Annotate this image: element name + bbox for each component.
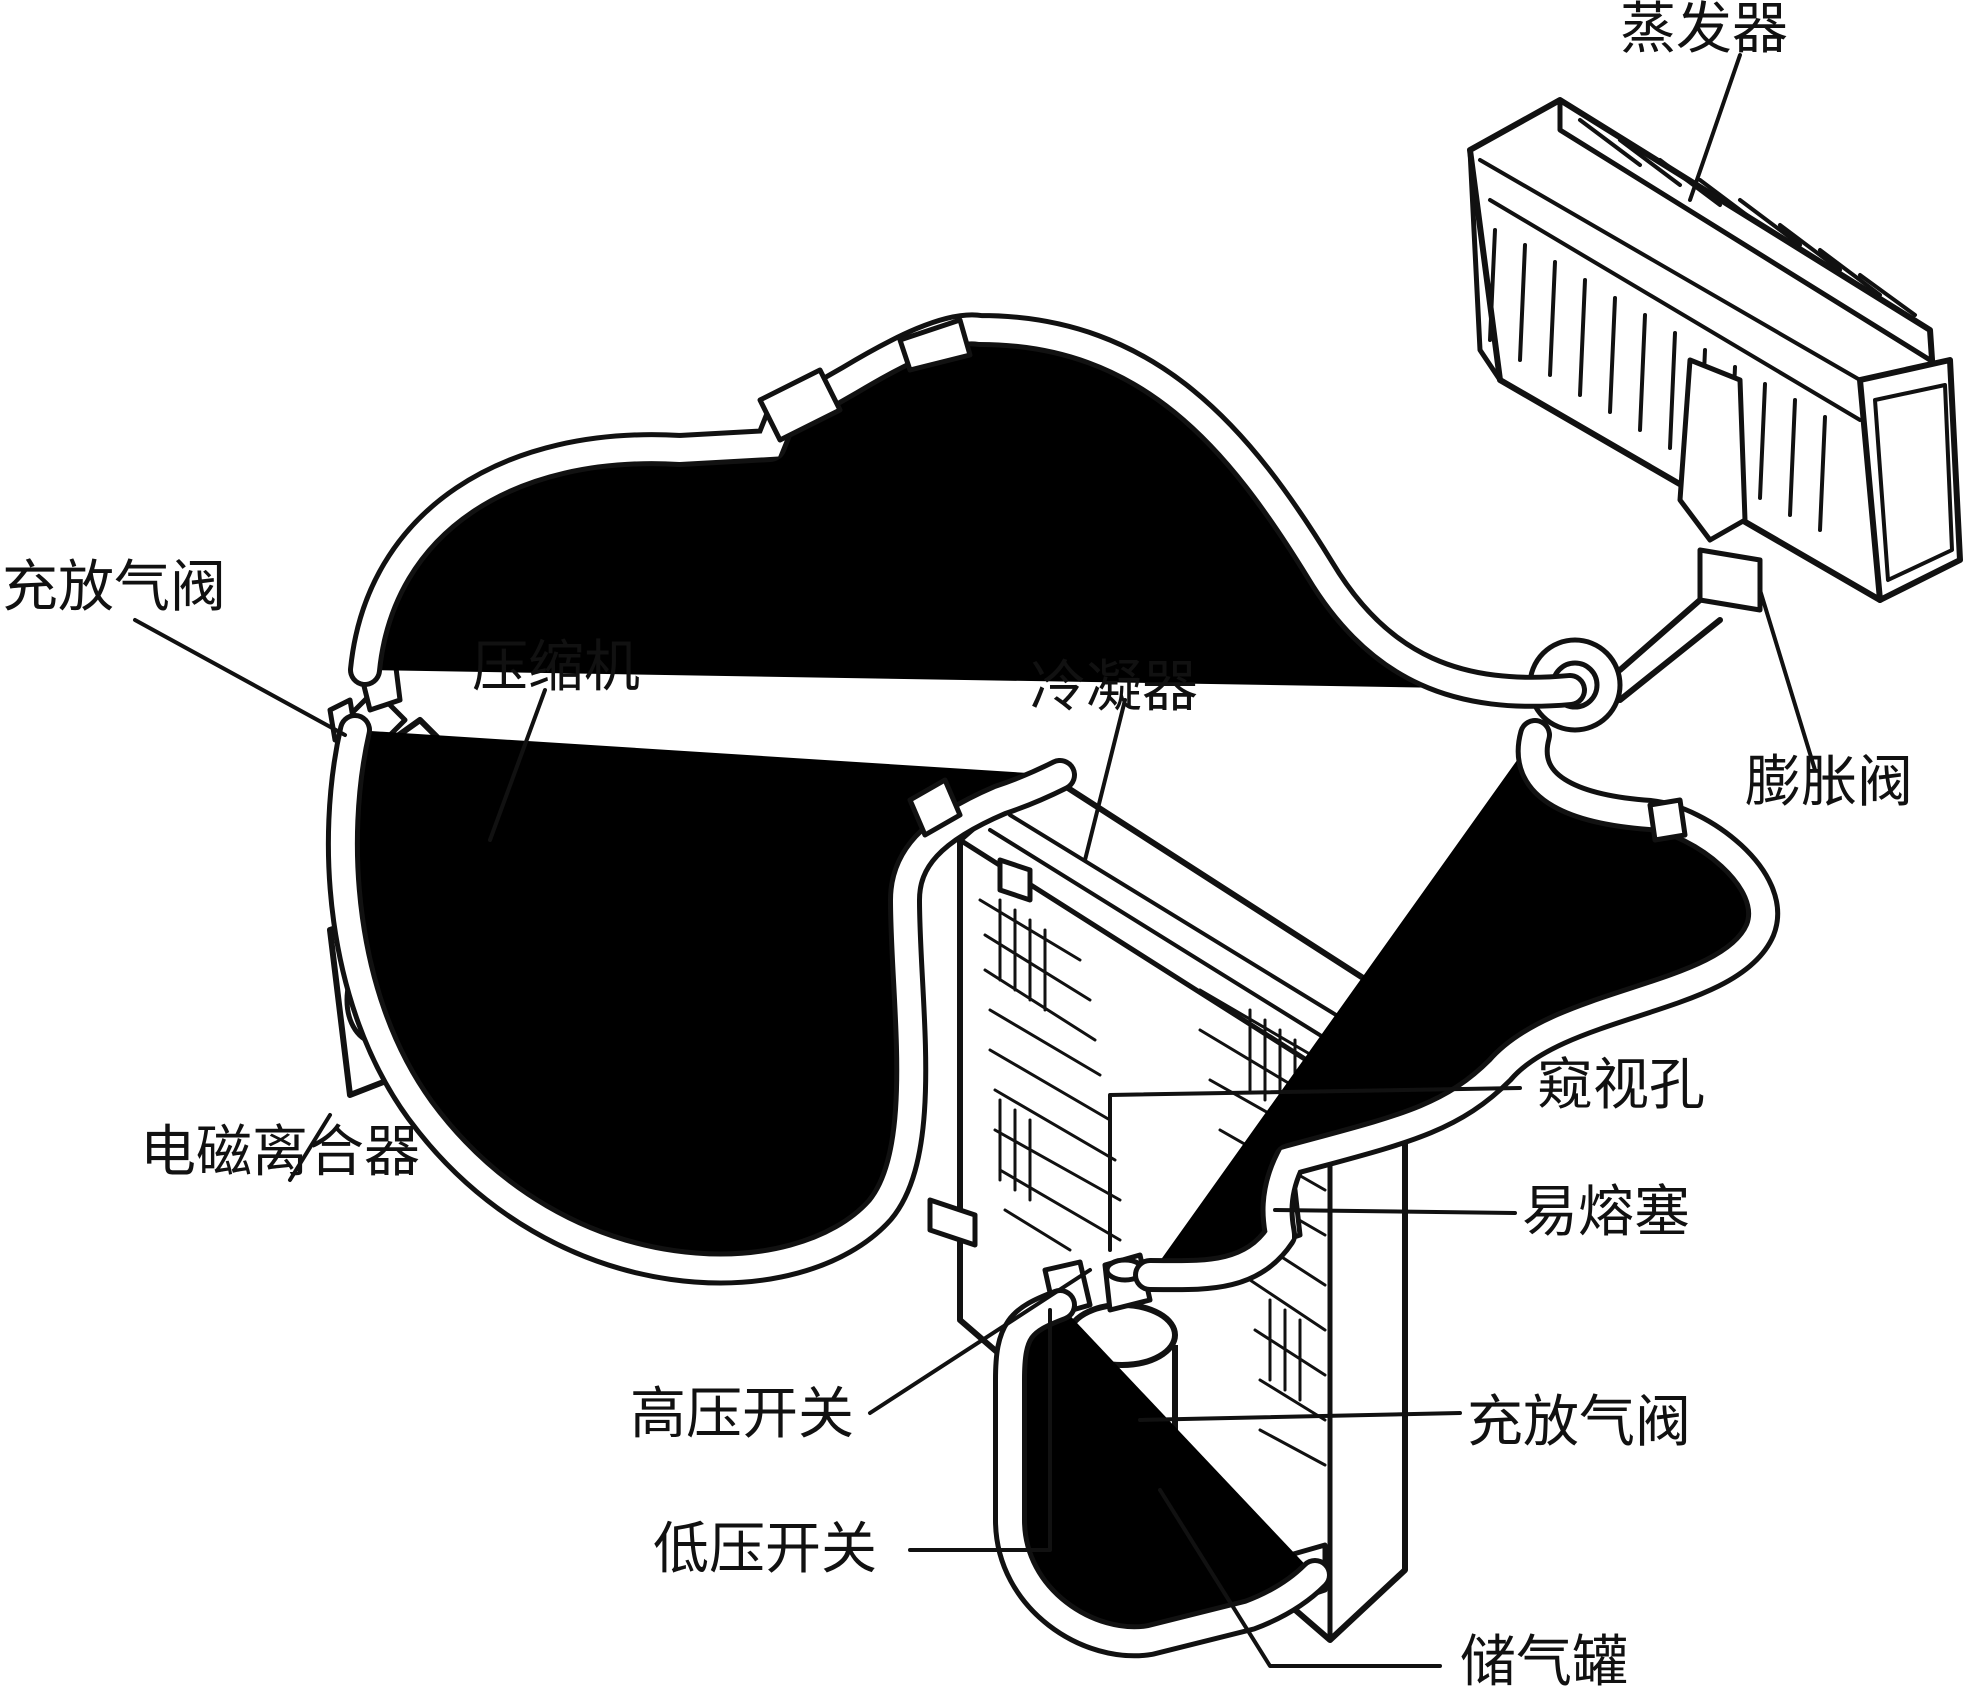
refrigerant-hoses	[343, 320, 1763, 1641]
label-high-pressure-switch: 高压开关	[630, 1382, 854, 1447]
label-sight-glass: 窥视孔	[1537, 1053, 1705, 1118]
leader-lines	[133, 53, 1817, 1668]
evaporator-unit	[1467, 97, 1963, 603]
label-fusible-plug: 易熔塞	[1522, 1180, 1690, 1245]
label-evaporator: 蒸发器	[1620, 0, 1788, 62]
label-charge-valve-right: 充放气阀	[1467, 1390, 1691, 1455]
expansion-valve	[1527, 357, 1763, 733]
label-low-pressure-switch: 低压开关	[653, 1517, 877, 1582]
label-condenser: 冷凝器	[1030, 655, 1198, 720]
label-compressor: 压缩机	[472, 635, 640, 700]
label-expansion-valve: 膨胀阀	[1745, 750, 1913, 815]
label-charge-valve-left: 充放气阀	[2, 555, 226, 620]
label-electromagnetic-clutch: 电磁离合器	[140, 1120, 420, 1185]
label-receiver-drier: 储气罐	[1460, 1630, 1628, 1695]
